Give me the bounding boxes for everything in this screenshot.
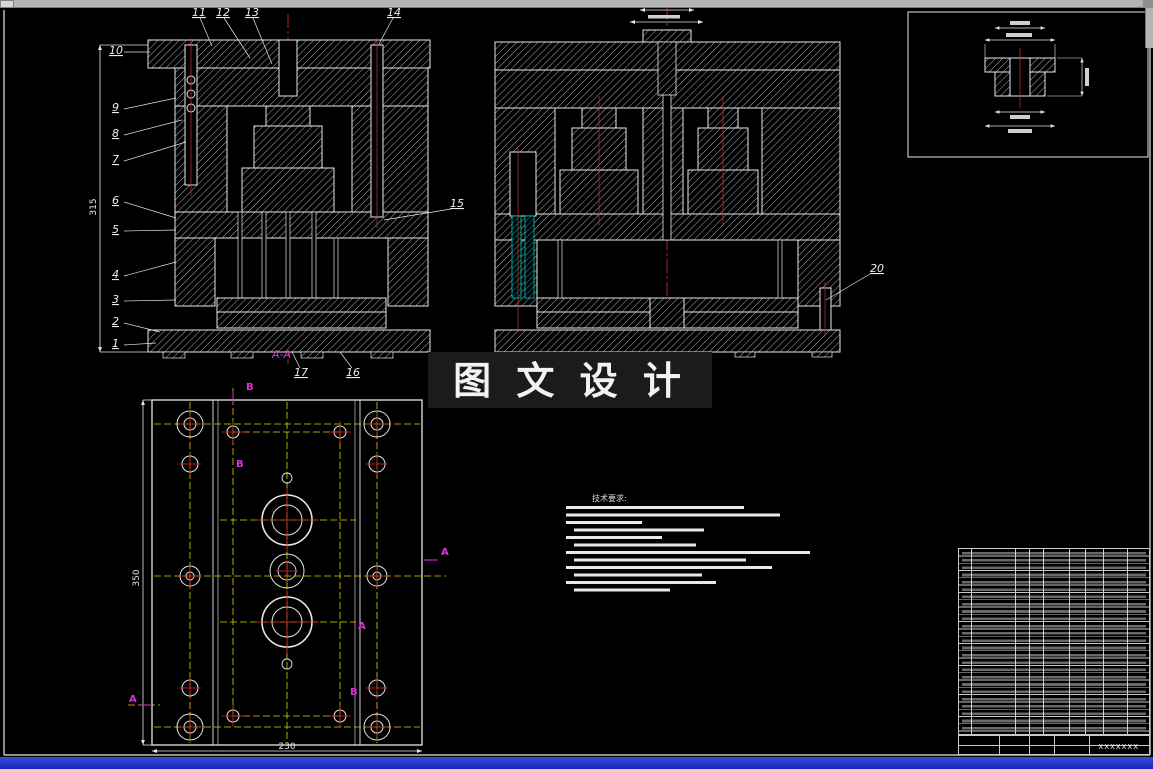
horizontal-scrollbar-thumb[interactable] [0, 0, 14, 8]
section-letter-a: A [441, 547, 449, 558]
section-letter-a: A [129, 694, 137, 705]
side-section-view [494, 4, 841, 364]
vertical-scrollbar[interactable] [1145, 8, 1153, 48]
callout-4: 4 [112, 268, 119, 281]
callout-17: 17 [294, 366, 308, 379]
callout-7: 7 [112, 153, 119, 166]
callout-13: 13 [245, 6, 259, 19]
title-block: XXXXXXX [958, 735, 1150, 755]
callout-12: 12 [216, 6, 230, 19]
part-callouts: 1 2 3 4 5 6 7 8 9 10 11 12 13 14 15 16 1… [109, 6, 884, 379]
tech-req-lines [566, 506, 810, 592]
tech-req-title: 技术要求: [592, 493, 627, 503]
horizontal-scrollbar[interactable] [0, 0, 1143, 8]
plan-dimensions: 350 230 [132, 399, 422, 753]
watermark-text: 图 文 设 计 [453, 359, 687, 403]
sheet-border [3, 10, 1151, 756]
callout-1: 1 [112, 337, 119, 350]
callout-2: 2 [112, 315, 119, 328]
callout-5: 5 [112, 223, 119, 236]
callout-16: 16 [346, 366, 360, 379]
plan-section-letters: B B A A A B [129, 382, 449, 706]
parts-list-table [958, 548, 1150, 735]
section-label-aa: A-A [271, 348, 291, 361]
callout-8: 8 [112, 127, 119, 140]
callout-3: 3 [112, 293, 119, 306]
callout-6: 6 [112, 194, 119, 207]
taskbar[interactable] [0, 757, 1153, 769]
plan-view [128, 388, 446, 746]
parts-list-text-smear [962, 550, 1146, 733]
callout-11: 11 [192, 6, 206, 19]
section-letter-a: A [358, 621, 366, 632]
callout-14: 14 [387, 6, 401, 19]
technical-requirements: 技术要求: [566, 493, 810, 592]
callout-15: 15 [450, 197, 464, 210]
callout-20: 20 [870, 262, 884, 275]
front-section-view [147, 14, 431, 364]
view1-dimension-315: 3 1 5 [89, 44, 148, 353]
callout-9: 9 [112, 101, 119, 114]
section-letter-b: B [350, 687, 358, 698]
dim-315: 315 [89, 198, 99, 215]
dim-230: 230 [278, 742, 295, 752]
callout-10: 10 [109, 44, 123, 57]
drawing-code: XXXXXXX [1098, 743, 1139, 751]
section-letter-b: B [246, 382, 254, 393]
dim-350: 350 [132, 569, 142, 586]
watermark: 图 文 设 计 [428, 352, 712, 408]
section-letter-b: B [236, 459, 244, 470]
scrollbar-corner [1143, 0, 1153, 8]
detail-view [907, 11, 1149, 158]
